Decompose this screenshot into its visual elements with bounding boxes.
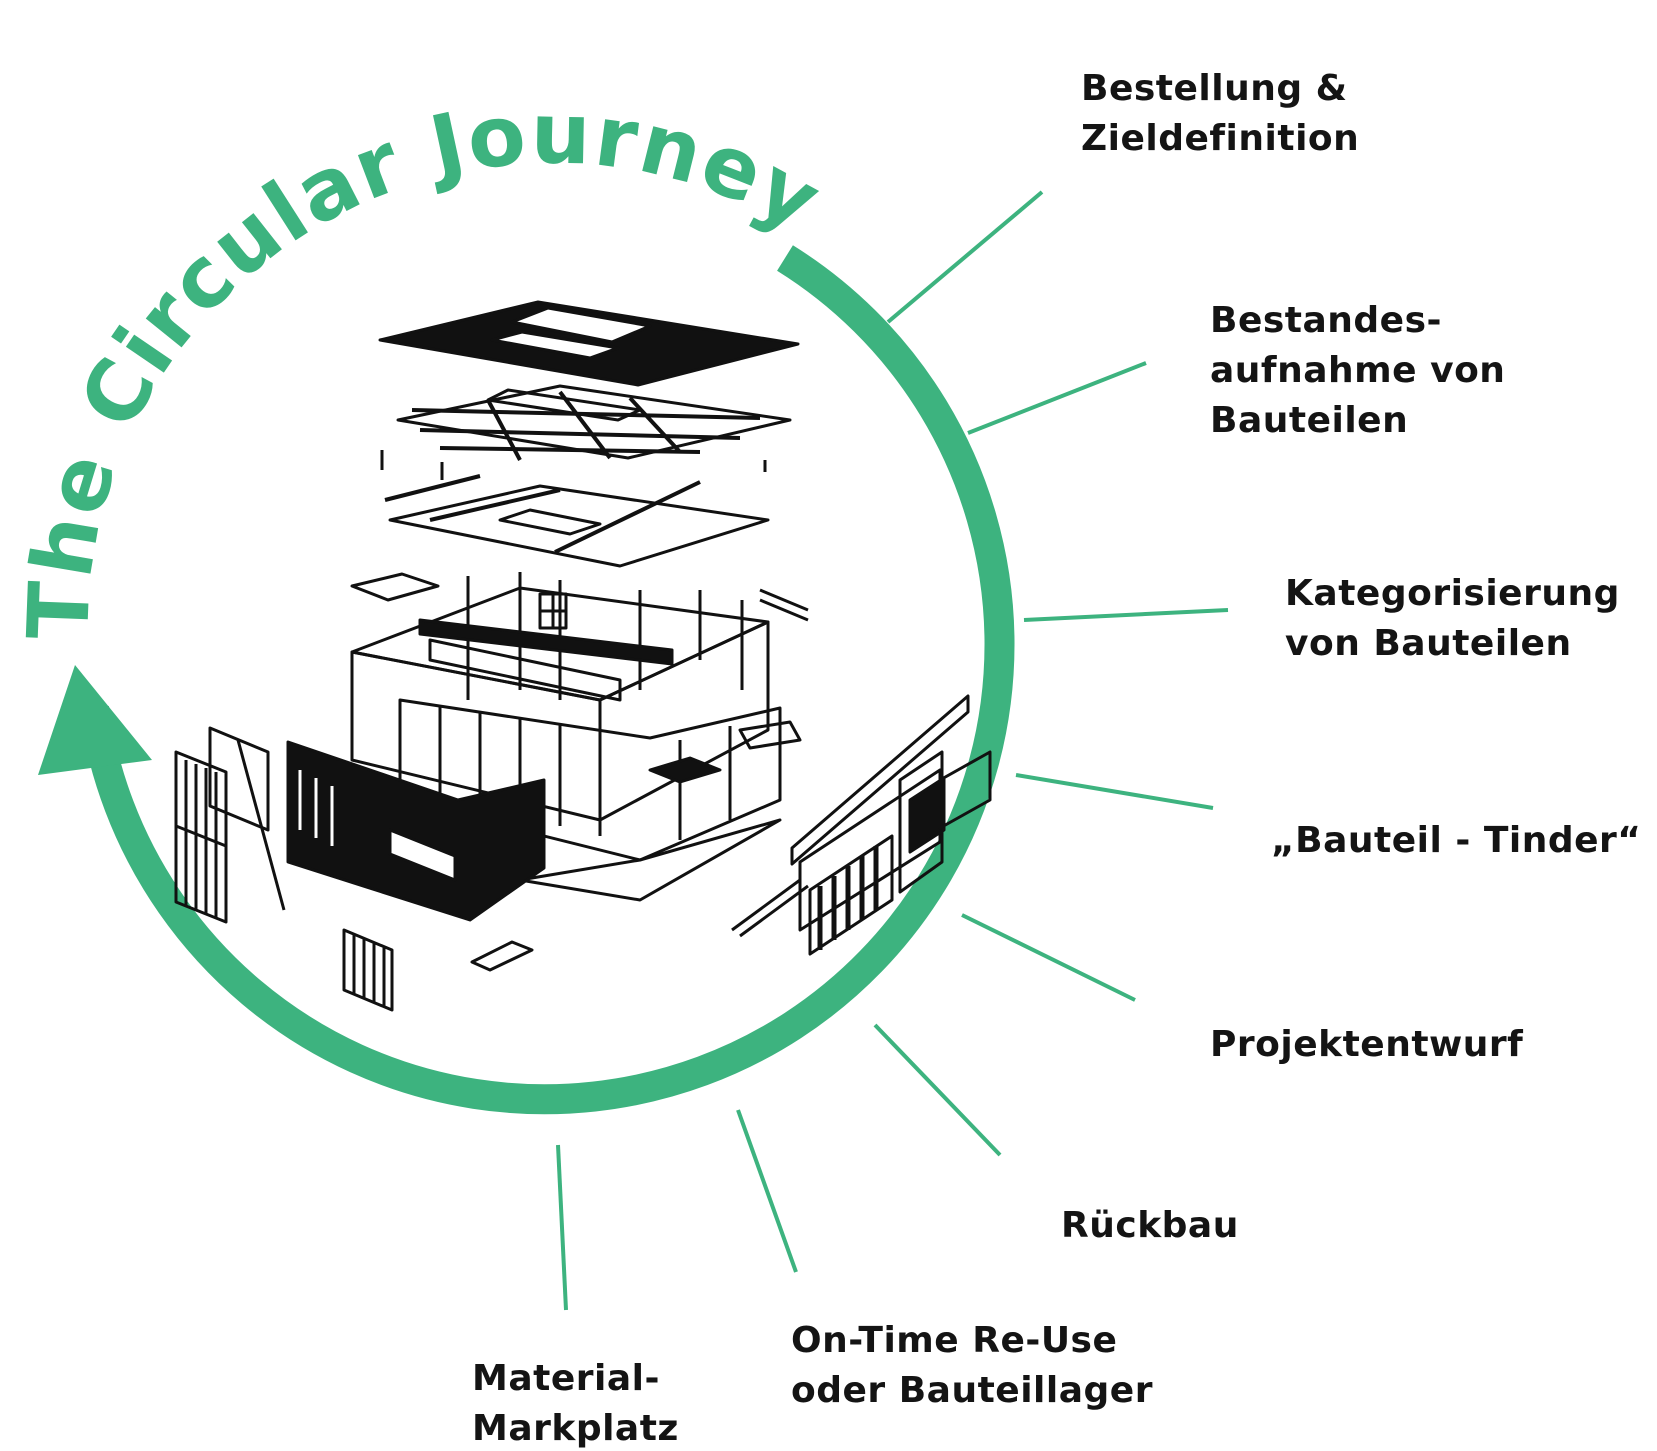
step-label-line: Markplatz bbox=[472, 1408, 679, 1449]
step-label-bestandesaufnahme: Bestandes- aufnahme von Bauteilen bbox=[1210, 296, 1505, 446]
step-label-line: „Bauteil - Tinder“ bbox=[1271, 820, 1642, 861]
step-label-bestellung: Bestellung & Zieldefinition bbox=[1081, 64, 1359, 164]
connector-line-2 bbox=[967, 361, 1147, 435]
step-label-on-time-re-use: On-Time Re-Use oder Bauteillager bbox=[791, 1316, 1153, 1416]
step-label-bauteil-tinder: „Bauteil - Tinder“ bbox=[1271, 816, 1641, 866]
connector-line-8 bbox=[556, 1144, 568, 1311]
step-label-line: von Bauteilen bbox=[1285, 623, 1572, 664]
step-label-line: aufnahme von bbox=[1210, 350, 1506, 391]
step-label-material-marktplatz: Material- Markplatz bbox=[472, 1354, 679, 1451]
cycle-arrowhead-icon bbox=[38, 665, 152, 775]
connector-lines bbox=[556, 190, 1229, 1311]
step-label-projektentwurf: Projektentwurf bbox=[1210, 1020, 1523, 1070]
step-label-kategorisierung: Kategorisierung von Bauteilen bbox=[1285, 569, 1620, 669]
step-label-rueckbau: Rückbau bbox=[1061, 1201, 1239, 1251]
step-label-line: oder Bauteillager bbox=[791, 1370, 1153, 1411]
step-label-line: Rückbau bbox=[1061, 1205, 1239, 1246]
step-label-line: Bauteilen bbox=[1210, 400, 1409, 441]
connector-line-4 bbox=[1015, 773, 1214, 810]
step-label-line: Kategorisierung bbox=[1285, 573, 1620, 614]
connector-line-3 bbox=[1023, 608, 1229, 622]
cycle-arc bbox=[79, 245, 1015, 1115]
exploded-building-axonometric-icon bbox=[174, 300, 992, 1012]
connector-line-5 bbox=[961, 913, 1136, 1002]
connector-line-7 bbox=[736, 1109, 798, 1273]
connector-line-6 bbox=[873, 1023, 1002, 1157]
connector-line-1 bbox=[886, 190, 1044, 324]
step-label-line: Zieldefinition bbox=[1081, 118, 1360, 159]
step-label-line: Projektentwurf bbox=[1210, 1024, 1524, 1065]
step-label-line: On-Time Re-Use bbox=[791, 1320, 1118, 1361]
step-label-line: Material- bbox=[472, 1358, 660, 1399]
step-label-line: Bestandes- bbox=[1210, 300, 1442, 341]
step-label-line: Bestellung & bbox=[1081, 68, 1348, 109]
